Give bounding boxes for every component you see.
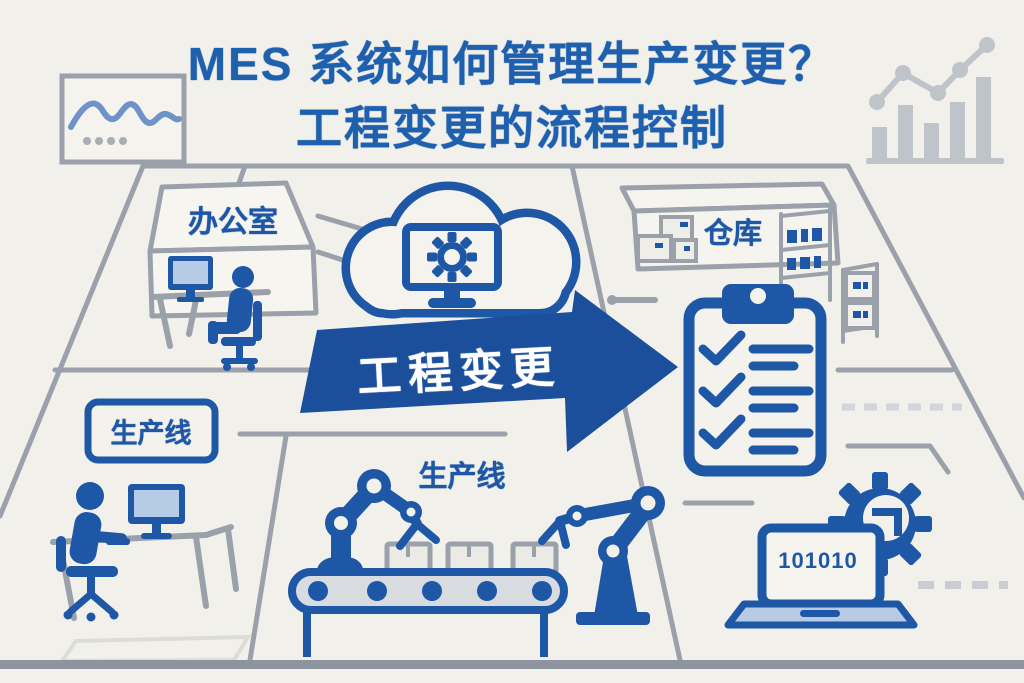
office-monitor-icon (168, 256, 213, 302)
change-arrow-label: 工程变更 (356, 342, 563, 403)
conveyor-belt-icon (288, 469, 665, 657)
office-booth (147, 180, 319, 371)
partition-center-right (569, 163, 683, 663)
office-label: 办公室 (188, 206, 278, 239)
production-line-left-label: 生产线 (110, 418, 192, 449)
monitor-gear-icon (402, 223, 502, 308)
production-label-box (84, 398, 219, 464)
line-chart-icon (59, 73, 187, 165)
change-arrow (300, 290, 678, 452)
gear-icon-small (427, 232, 477, 282)
bar-chart-icon (866, 37, 1004, 164)
warehouse-shelf-icon (619, 181, 841, 308)
office-worker-icon (208, 266, 262, 371)
code-laptop (724, 472, 932, 629)
laptop-icon (724, 523, 918, 629)
operator-monitor-icon (106, 484, 185, 545)
warehouse-label: 仓库 (703, 218, 763, 250)
conveyor-boxes (384, 541, 559, 575)
storage-rack-icon (841, 262, 879, 344)
trace-mid-endcap (607, 295, 617, 305)
page-title-line1: MES 系统如何管理生产变更？ (187, 38, 837, 90)
production-line-center-label: 生产线 (418, 461, 506, 493)
laptop-screen-code: 101010 (778, 548, 858, 573)
conveyor-rollers (308, 581, 552, 601)
floor-plan-lines (0, 163, 1024, 663)
partition-stub-2 (315, 213, 365, 232)
page-title-line2: 工程变更的流程控制 (296, 102, 728, 154)
clipboard-checklist-icon (683, 284, 827, 477)
partition-left-lower (247, 433, 289, 663)
floor-tile-outline (58, 634, 252, 664)
operator-person-icon (56, 482, 127, 622)
cloud-icon (341, 181, 581, 319)
trace-right-2 (845, 443, 951, 475)
operator-desk-icon (50, 398, 239, 622)
robot-arm-right-icon (538, 486, 665, 625)
warehouse-boxes (636, 215, 698, 263)
floor-top-right-edge (140, 163, 1024, 501)
robot-arm-left-icon (316, 469, 440, 576)
check-marks (698, 330, 814, 455)
floor-left-edge (0, 163, 146, 519)
floor-bottom-bar (0, 660, 1024, 669)
